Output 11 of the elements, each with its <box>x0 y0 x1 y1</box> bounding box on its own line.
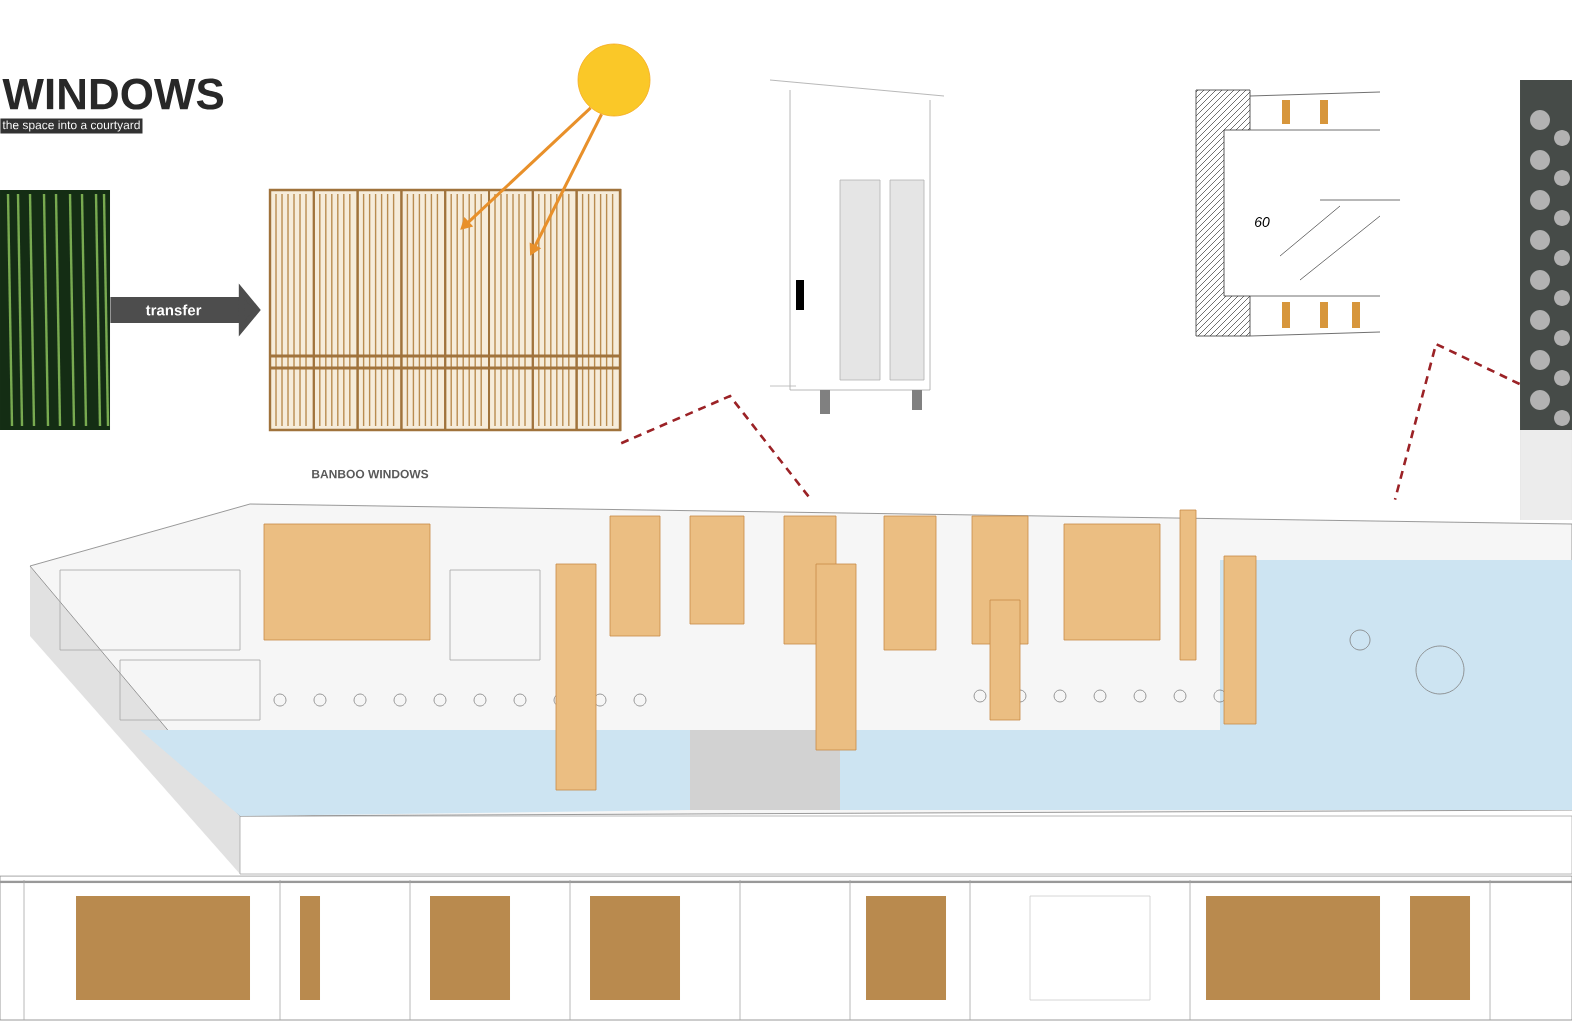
pebble-photo <box>1520 80 1572 520</box>
title: WINDOWS <box>2 78 224 110</box>
bamboo-photo <box>0 190 110 430</box>
sun-ray <box>460 106 592 230</box>
axonometric-plan-drawing <box>29 503 1572 875</box>
bamboo-window-drawing <box>268 188 622 432</box>
leader-line <box>620 394 813 501</box>
wall-sketch-drawing <box>1195 89 1401 337</box>
sun-drawing <box>577 43 651 117</box>
leader-line <box>1393 342 1521 500</box>
section-drawing <box>769 79 945 414</box>
